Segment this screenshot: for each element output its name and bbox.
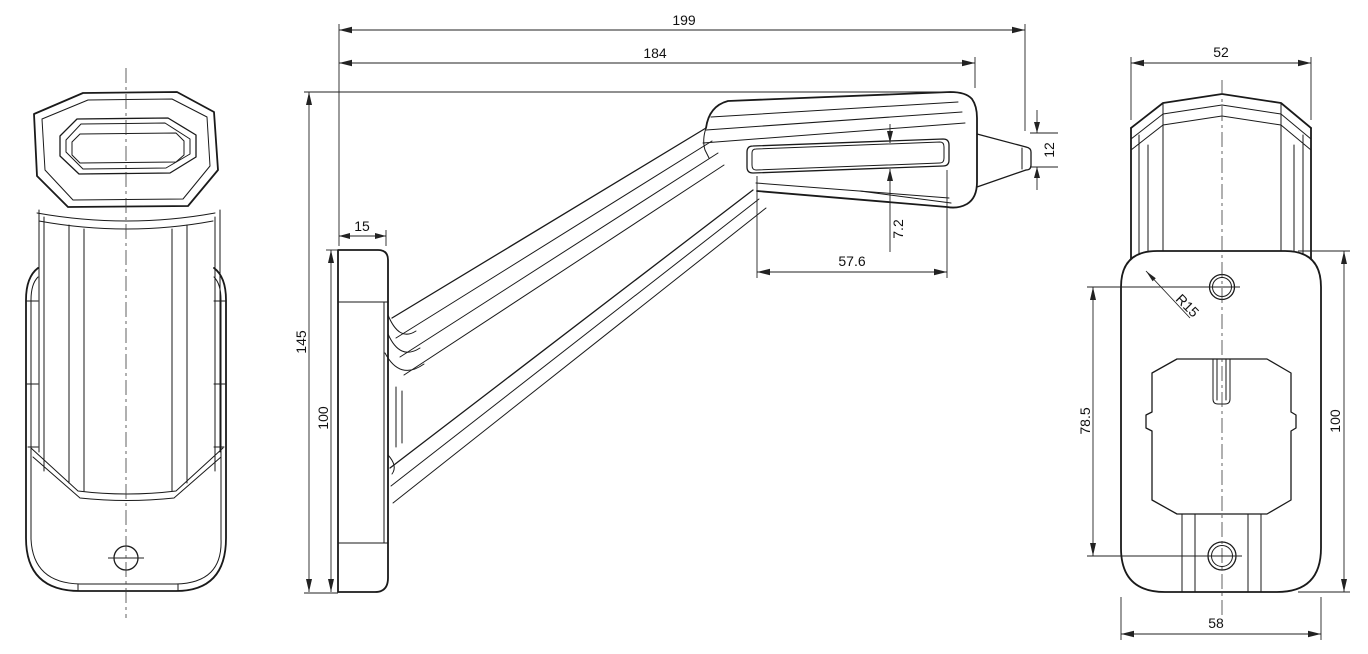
front-collar-line-1 <box>30 447 224 495</box>
dim-100r-text: 100 <box>1327 409 1343 433</box>
side-tip-endcap <box>1025 146 1032 171</box>
side-arm-lower-fillet <box>387 454 395 475</box>
dim-576-arrow-right <box>934 268 947 276</box>
side-head-facet-top3 <box>702 122 966 144</box>
dim-184-arrow-left <box>339 59 352 67</box>
front-neck-line-2 <box>38 220 214 230</box>
front-view <box>25 68 227 618</box>
dim-184-arrow-right <box>962 59 975 67</box>
dim-576-arrow-left <box>757 268 770 276</box>
rear-view: 52 78.5 100 58 R15 <box>1077 44 1350 640</box>
dim-52-arrow-right <box>1298 59 1311 67</box>
dim-58-arrow-left <box>1121 630 1134 638</box>
dim-12-arrow-top <box>1034 122 1040 133</box>
dim-199-text: 199 <box>672 12 696 28</box>
rear-slot-outer <box>1212 358 1231 405</box>
dim-12-arrow-bottom <box>1034 167 1040 178</box>
side-arm-line-mid <box>403 164 725 376</box>
side-head-left-cap <box>703 127 710 159</box>
front-base-silhouette <box>25 267 227 592</box>
side-view: 199 184 15 145 100 <box>293 12 1058 594</box>
side-head-facet-top2 <box>705 111 963 131</box>
side-tip-bottom <box>976 169 1027 188</box>
side-head-outline <box>705 91 978 209</box>
dim-145-text: 145 <box>293 330 309 354</box>
dim-58-arrow-right <box>1308 630 1321 638</box>
front-head-octagon <box>33 91 219 208</box>
side-arm-fillet-2 <box>387 333 421 353</box>
front-lens-bezel-inner <box>65 122 191 170</box>
side-arm-line-bot1 <box>389 189 754 469</box>
front-neck-line-1 <box>36 212 216 222</box>
front-lens-bezel-outer <box>59 117 197 175</box>
dim-785-arrow-top <box>1090 287 1096 300</box>
dim-58-text: 58 <box>1208 615 1224 631</box>
dim-785-text: 78.5 <box>1077 407 1093 434</box>
dim-72-arrow-bottom <box>887 169 893 181</box>
dim-52-arrow-left <box>1131 59 1144 67</box>
front-lens-face <box>71 132 185 164</box>
side-head-facet-bot1 <box>755 182 950 199</box>
dim-100r-arrow-top <box>1341 251 1347 264</box>
dim-199-arrow-right <box>1012 26 1025 34</box>
rear-head-cap-outer <box>1130 93 1312 129</box>
radius-leader-arrow <box>1146 271 1156 282</box>
side-arm-line-bot3 <box>392 207 767 504</box>
side-lens-slot-inner <box>751 141 945 171</box>
dim-785-arrow-bottom <box>1090 543 1096 556</box>
dim-184-text: 184 <box>643 45 667 61</box>
rear-head-cap-inner <box>1130 115 1312 151</box>
dim-100s-arrow-bottom <box>328 579 334 592</box>
side-arm-line-top2 <box>395 140 713 339</box>
side-head-facet-top1 <box>710 101 959 118</box>
front-head-octagon-inner <box>41 98 211 201</box>
front-base-inner-line <box>30 276 222 585</box>
dim-199-arrow-left <box>339 26 352 34</box>
rear-head-cap-mid <box>1130 104 1312 140</box>
side-head-facet-bot2 <box>859 190 952 204</box>
dim-145-arrow-top <box>306 92 312 105</box>
dim-15-arrow-left <box>339 233 350 239</box>
side-arm-fillet-3 <box>384 352 425 371</box>
side-arm-line-top3 <box>399 152 719 358</box>
dim-100r-arrow-bottom <box>1341 579 1347 592</box>
side-arm-fillet-1 <box>387 314 417 335</box>
dim-72-text: 7.2 <box>890 219 906 239</box>
dim-12-text: 12 <box>1041 142 1057 158</box>
dim-145-arrow-bottom <box>306 579 312 592</box>
side-arm-line-top1 <box>391 127 707 319</box>
rear-recess-outline <box>1145 358 1297 515</box>
rear-plate-outline <box>1120 250 1322 593</box>
dim-576-text: 57.6 <box>838 253 865 269</box>
side-arm-line-bot2 <box>390 198 760 487</box>
dim-15-text: 15 <box>354 218 370 234</box>
dim-15-arrow-right <box>375 233 386 239</box>
dim-72-arrow-top <box>887 131 893 143</box>
side-plate-outline <box>337 249 389 593</box>
dim-100s-arrow-top <box>328 250 334 263</box>
side-dimensions: 199 184 15 145 100 <box>293 12 1058 594</box>
front-collar-line-2 <box>32 456 222 501</box>
side-tip-top <box>976 133 1027 148</box>
dim-52-text: 52 <box>1213 44 1229 60</box>
side-lens-slot-outer <box>746 138 950 174</box>
dim-100s-text: 100 <box>315 406 331 430</box>
